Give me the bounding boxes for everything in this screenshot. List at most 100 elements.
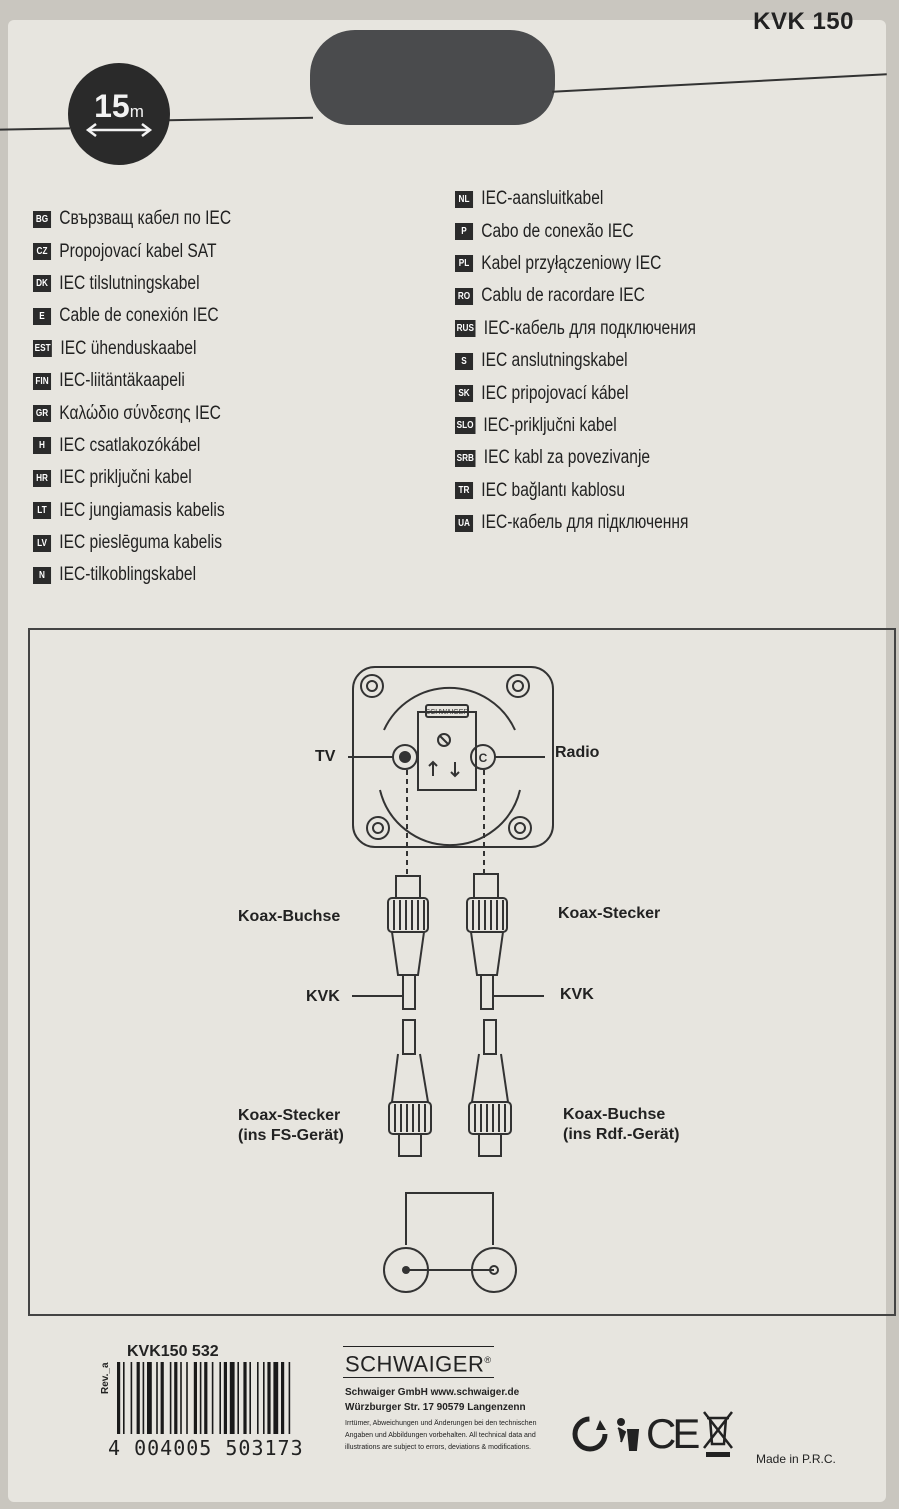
language-item: EST IEC ühenduskaabel [33,333,231,365]
tv-plug-label: Koax-Stecker (ins FS-Gerät) [238,1106,344,1146]
double-arrow-icon [85,123,153,137]
barcode-bar [249,1362,251,1434]
language-code-badge: LV [33,534,52,552]
barcode-bar [237,1362,239,1434]
barcode-bar [281,1362,285,1434]
language-item: PL Kabel przyłączeniowy IEC [455,248,696,280]
language-code-badge: LT [33,502,52,520]
language-code-badge: CZ [33,243,52,261]
barcode-bar [219,1362,221,1434]
language-list-left: BG Свързващ кабел по IEC CZ Propojovací kab… [33,203,275,592]
barcode-bar [130,1362,133,1434]
barcode-bar [211,1362,214,1434]
language-code-badge: PL [455,255,474,273]
language-text: Kabel przyłączeniowy IEC [481,252,662,274]
language-code-badge: SRB [455,449,476,467]
language-text: IEC priključni kabel [59,467,192,489]
company-info: Schwaiger GmbH www.schwaiger.de Würzburg… [345,1385,526,1415]
language-item: CZ Propojovací kabel SAT [33,235,231,267]
tv-label: TV [315,748,336,765]
language-text: IEC-tilkoblingskabel [59,564,197,586]
barcode-bar [288,1362,291,1434]
barcode-bar [160,1362,164,1434]
language-code-badge: E [33,307,52,325]
language-code-badge: SK [455,385,474,403]
coax-socket-label: Koax-Buchse [238,908,341,925]
hang-hole [310,30,555,125]
barcode-bar [267,1362,271,1434]
language-code-badge: FIN [33,372,52,390]
article-code: KVK150 532 [127,1343,219,1360]
tv-plug-label-line2: (ins FS-Gerät) [238,1127,344,1144]
language-text: Propojovací kabel SAT [59,240,217,262]
language-code-badge: HR [33,469,52,487]
barcode-bar [199,1362,202,1434]
language-text: IEC jungiamasis kabelis [59,499,225,521]
barcode-bar [147,1362,152,1434]
radio-socket-label: Koax-Buchse (ins Rdf.-Gerät) [563,1105,679,1145]
barcode-bar [180,1362,182,1434]
weee-crossed-bin-icon [703,1411,734,1457]
tv-plug-label-line1: Koax-Stecker [238,1107,341,1124]
barcode-digits: 4 004005 503173 [108,1436,304,1460]
language-item: BG Свързващ кабел по IEC [33,203,231,235]
language-text: IEC pripojovací kábel [481,382,629,404]
connection-diagram [28,628,896,1316]
language-text: IEC anslutningskabel [481,350,628,372]
company-line1: Schwaiger GmbH www.schwaiger.de [345,1387,520,1398]
brand-logo: SCHWAIGER® [343,1346,494,1379]
language-text: IEC-priključni kabel [483,414,617,436]
language-code-badge: NL [455,190,474,208]
language-text: IEC-aansluitkabel [481,188,604,210]
recycle-icon [572,1416,608,1452]
kvk-right-label: KVK [560,986,594,1003]
language-text: IEC kabl za povezivanje [483,447,651,469]
language-text: IEC tilslutningskabel [59,272,200,294]
coax-plug-label: Koax-Stecker [558,905,661,922]
disclaimer-text: Irrtümer, Abweichungen und Änderungen be… [345,1420,537,1451]
made-in-label: Made in P.R.C. [756,1452,836,1466]
revision-label: Rev._a [100,1362,111,1394]
language-text: IEC pieslēguma kabelis [59,532,223,554]
radio-socket-label-line2: (ins Rdf.-Gerät) [563,1126,680,1143]
ce-mark: CE [646,1410,700,1457]
language-item: SLO IEC-priključni kabel [455,410,696,442]
language-text: Καλώδιο σύνδεσης IEC [59,402,221,424]
barcode-bar [174,1362,178,1434]
language-text: Cabo de conexão IEC [481,220,634,242]
language-text: IEC bağlantı kablosu [481,479,626,501]
language-code-badge: TR [455,482,474,500]
barcode-bar [229,1362,235,1434]
language-text: IEC ühenduskaabel [60,337,197,359]
barcode-bar [136,1362,140,1434]
barcode-bar [223,1362,227,1434]
language-text: IEC-кабель для подключения [483,317,696,339]
language-item: HR IEC priključni kabel [33,462,231,494]
length-unit: m [129,102,144,121]
language-code-badge: H [33,437,52,455]
model-title: KVK 150 [753,8,854,35]
language-code-badge: S [455,352,474,370]
brand-name: SCHWAIGER [345,1351,485,1377]
certification-icons: CE [572,1408,736,1460]
language-code-badge: EST [33,340,53,358]
language-text: Свързващ кабел по IEC [59,208,232,230]
language-item: TR IEC bağlantı kablosu [455,475,696,507]
radio-label: Radio [555,744,600,761]
language-item: SRB IEC kabl za povezivanje [455,442,696,474]
language-code-badge: SLO [455,417,476,435]
language-item: NL IEC-aansluitkabel [455,183,696,215]
language-item: S IEC anslutningskabel [455,345,696,377]
language-code-badge: BG [33,210,52,228]
language-code-badge: GR [33,405,52,423]
barcode-bar [169,1362,172,1434]
